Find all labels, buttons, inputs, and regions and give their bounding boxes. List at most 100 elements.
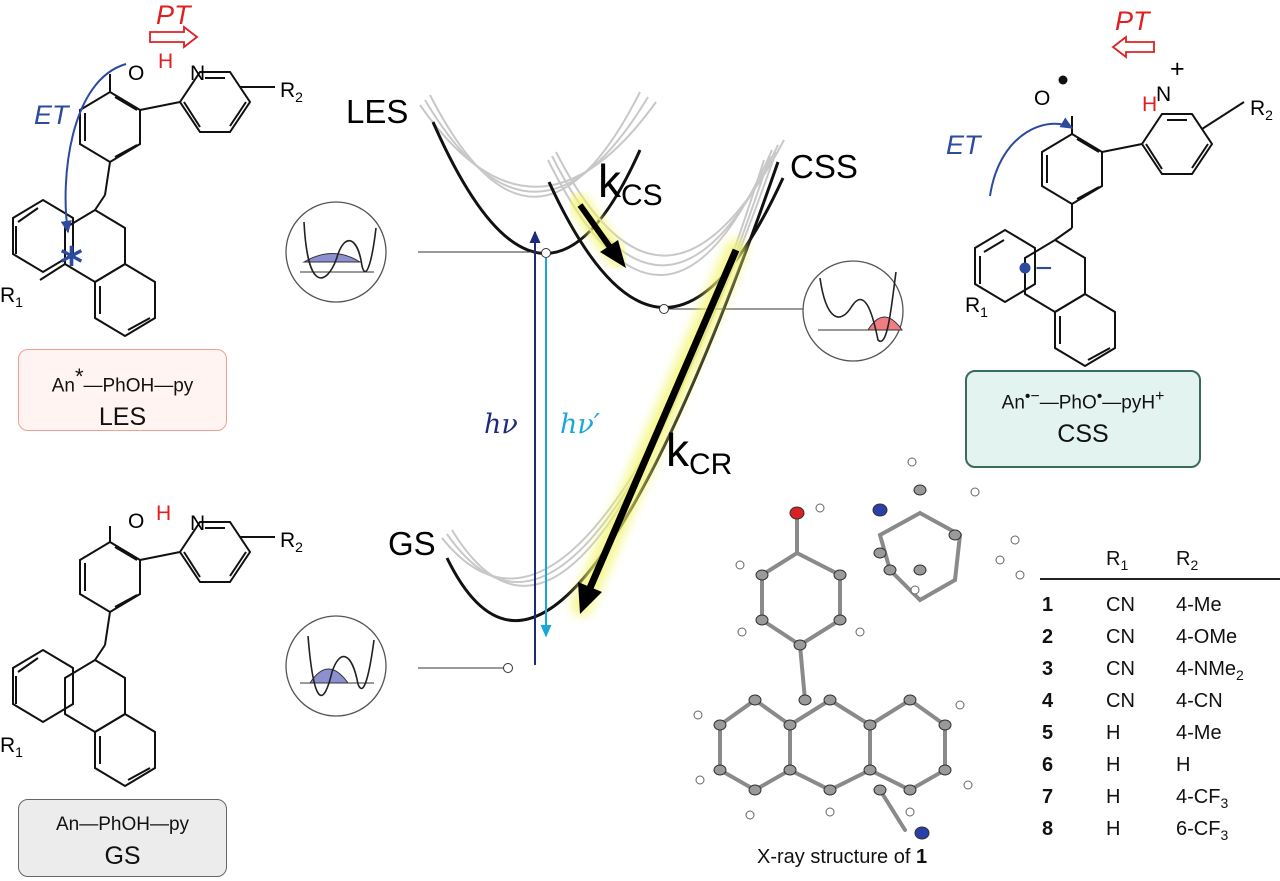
les-r1: R1 (0, 284, 23, 310)
minimum-markers (503, 248, 669, 673)
css-r2: R2 (1250, 97, 1273, 123)
table-row: 8 H 6-CF3 (1040, 818, 1280, 848)
gs-formula: An—PhOH—py (55, 814, 190, 835)
kcs-label: kCS (598, 155, 663, 212)
r2-value: 6-CF3 (1176, 818, 1229, 843)
css-oxygen-radical-dot (1058, 75, 1068, 85)
photon-arrows (529, 230, 552, 665)
xray-oxygen-atom (789, 506, 805, 520)
gs-curve-gray-3 (441, 151, 777, 580)
kcr-label: kCR (666, 424, 732, 481)
css-et-label: ET (946, 130, 983, 160)
gs-wavefunction-inset (285, 615, 387, 717)
css-r1: R1 (965, 294, 988, 320)
hv-prime-label: hν′ (560, 409, 600, 440)
xray-nitrogen-atom (872, 503, 888, 517)
les-wavefunction-inset (285, 201, 387, 303)
css-min-marker (659, 304, 669, 314)
css-et-arrow (989, 117, 1074, 197)
table-row: 2 CN 4-OMe (1040, 626, 1280, 656)
css-anthracene-radical-dot (1019, 262, 1031, 274)
css-pt-label: PT (1115, 6, 1152, 36)
les-nitrogen: N (190, 62, 205, 85)
compound-number: 7 (1042, 786, 1054, 808)
compound-number: 8 (1042, 818, 1054, 840)
les-curve-label: LES (346, 93, 408, 130)
les-pt-arrow (149, 25, 199, 49)
les-curve-gray-2 (424, 96, 649, 193)
gs-r1: R1 (0, 734, 23, 760)
rate-arrows (568, 193, 747, 616)
les-formula: An*—PhOH—py (51, 364, 194, 397)
les-curve (431, 121, 642, 255)
r2-value: 4-NMe2 (1176, 658, 1244, 683)
r2-value: 4-OMe (1176, 626, 1238, 648)
table-header-r2: R2 (1176, 548, 1199, 573)
xray-caption: X-ray structure of 1 (757, 846, 928, 868)
les-min-marker (541, 248, 551, 258)
r1-value: H (1106, 786, 1121, 808)
css-oxygen: O (1034, 87, 1050, 110)
les-state-box: An*—PhOH—py LES (18, 349, 227, 431)
kcs-arrow-head (600, 240, 626, 268)
les-molecule-structure (12, 71, 275, 338)
r1-value: CN (1106, 658, 1135, 680)
css-hydrogen: H (1142, 93, 1157, 116)
kcs-arrow-shaft (577, 203, 615, 252)
leader-lines (418, 251, 803, 669)
css-molecule-structure (974, 101, 1245, 368)
les-pt-label: PT (156, 0, 193, 30)
les-box-name: LES (98, 403, 147, 432)
les-curve-family (419, 91, 657, 255)
gs-state-box: An—PhOH—py GS (18, 799, 227, 877)
table-header-r1: R1 (1106, 548, 1129, 573)
compound-number: 6 (1042, 754, 1054, 776)
r1-value: CN (1106, 626, 1135, 648)
gs-r2: R2 (280, 529, 303, 555)
les-curve-gray-1 (429, 91, 641, 198)
r1-value: H (1106, 722, 1121, 744)
les-r2: R2 (280, 79, 303, 105)
css-nitrogen: N (1156, 83, 1171, 106)
compound-number: 5 (1042, 722, 1054, 744)
r2-value: H (1176, 754, 1191, 776)
r1-value: CN (1106, 594, 1135, 616)
les-et-label: ET (34, 100, 71, 130)
table-row: 6 H H (1040, 754, 1280, 784)
r1-value: H (1106, 818, 1121, 840)
css-formula: An•−—PhO•—pyH+ (1001, 388, 1165, 414)
gs-box-name: GS (104, 842, 141, 870)
kcr-arrow-shaft (586, 248, 740, 590)
r1-value: H (1106, 754, 1121, 776)
css-box-name: CSS (1057, 420, 1109, 449)
les-oxygen: O (128, 62, 144, 85)
r2-value: 4-Me (1176, 722, 1222, 744)
xray-structure (693, 457, 1025, 840)
xray-nitrile-nitrogen (914, 826, 930, 840)
css-wavefunction-inset (802, 260, 904, 362)
gs-oxygen: O (128, 510, 144, 533)
kcr-arrow-head (578, 582, 602, 614)
gs-min-marker (503, 663, 513, 673)
hv-label: hν (484, 409, 518, 440)
css-anthracene-minus: − (1035, 252, 1053, 285)
les-excited-star: * (60, 238, 83, 289)
table-row: 5 H 4-Me (1040, 722, 1280, 752)
r2-value: 4-CN (1176, 690, 1223, 712)
compound-number: 2 (1042, 626, 1054, 648)
les-hydrogen: H (158, 50, 173, 73)
css-pt-arrow (1111, 35, 1155, 59)
gs-hydrogen: H (156, 502, 171, 525)
r1-value: CN (1106, 690, 1135, 712)
compound-number: 1 (1042, 594, 1054, 616)
gs-molecule-structure (12, 521, 275, 788)
les-et-arrow (60, 63, 127, 234)
table-rule (1040, 578, 1280, 580)
gs-curve-label: GS (388, 525, 436, 562)
les-curve-gray-3 (419, 101, 657, 188)
